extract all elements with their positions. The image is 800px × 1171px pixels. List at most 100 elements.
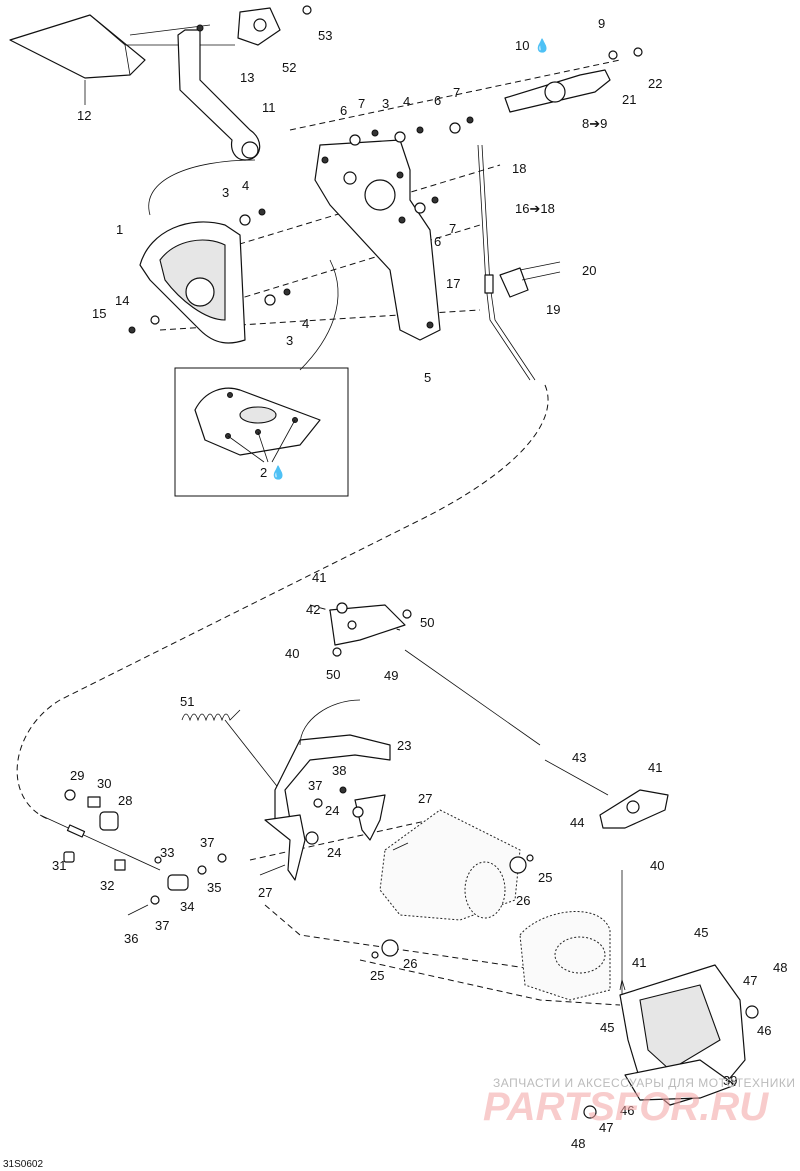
callout-19: 19: [546, 302, 560, 317]
callout-6c: 6: [434, 234, 441, 249]
callout-1: 1: [116, 222, 123, 237]
callout-46a: 46: [757, 1023, 771, 1038]
callout-7a: 7: [358, 96, 365, 111]
callout-30: 30: [97, 776, 111, 791]
callout-37b: 37: [200, 835, 214, 850]
callout-27b: 27: [258, 885, 272, 900]
drop-icon-10: 💧: [534, 38, 550, 53]
part-19-bracket: [499, 261, 561, 298]
callout-26a: 26: [516, 893, 530, 908]
callout-18: 18: [512, 161, 526, 176]
callout-9: 9: [598, 16, 605, 31]
callout-3c: 3: [286, 333, 293, 348]
callout-4b: 4: [242, 178, 249, 193]
callout-4a: 4: [403, 94, 410, 109]
callout-28: 28: [118, 793, 132, 808]
callout-16-18: 16➔18: [515, 201, 555, 216]
callout-50a: 50: [420, 615, 434, 630]
part-44-lever: [599, 789, 669, 829]
callout-labels: 53 52 13 12 11 9 10 💧 22 21 8➔9 6 7 3 4 …: [52, 16, 787, 1151]
callout-22: 22: [648, 76, 662, 91]
callout-7c: 7: [449, 221, 456, 236]
watermark: ЗАПЧАСТИ И АКСЕССУАРЫ ДЛЯ МОТОТЕХНИКИ PA…: [483, 1076, 795, 1129]
callout-17: 17: [446, 276, 460, 291]
part-18-rod: [477, 144, 536, 381]
callout-47a: 47: [743, 973, 757, 988]
callout-51: 51: [180, 694, 194, 709]
callout-6b: 6: [434, 93, 441, 108]
fasteners-top: [128, 116, 474, 334]
callout-3a: 3: [382, 96, 389, 111]
part-1-cover: [139, 221, 246, 344]
callout-43: 43: [572, 750, 586, 765]
callout-44: 44: [570, 815, 584, 830]
small-parts-left: [63, 786, 534, 959]
drop-icon-2: 💧: [270, 465, 286, 480]
callout-20: 20: [582, 263, 596, 278]
callout-42: 42: [306, 602, 320, 617]
callout-4c: 4: [302, 316, 309, 331]
callout-34: 34: [180, 899, 194, 914]
callout-14: 14: [115, 293, 129, 308]
callout-2: 2: [260, 465, 267, 480]
callout-13: 13: [240, 70, 254, 85]
part-31-cable: [39, 814, 161, 871]
callout-26b: 26: [403, 956, 417, 971]
callout-52: 52: [282, 60, 296, 75]
watermark-line1: ЗАПЧАСТИ И АКСЕССУАРЫ ДЛЯ МОТОТЕХНИКИ: [493, 1076, 795, 1090]
callout-40a: 40: [285, 646, 299, 661]
callout-37a: 37: [308, 778, 322, 793]
callout-48b: 48: [571, 1136, 585, 1151]
callout-24b: 24: [327, 845, 341, 860]
callout-12: 12: [77, 108, 91, 123]
part-8-lever: [504, 47, 643, 113]
callout-48a: 48: [773, 960, 787, 975]
part-12-deflector: [9, 14, 146, 105]
callout-50b: 50: [326, 667, 340, 682]
callout-35: 35: [207, 880, 221, 895]
callout-25b: 25: [370, 968, 384, 983]
callout-33: 33: [160, 845, 174, 860]
callout-47b: 47: [599, 1120, 613, 1135]
callout-36: 36: [124, 931, 138, 946]
callout-38: 38: [332, 763, 346, 778]
watermark-line2: PARTSFOR.RU: [483, 1085, 769, 1129]
callout-15: 15: [92, 306, 106, 321]
callout-45b: 45: [600, 1020, 614, 1035]
part-42-bracket: [329, 602, 412, 657]
callout-27a: 27: [418, 791, 432, 806]
callout-5: 5: [424, 370, 431, 385]
callout-40b: 40: [650, 858, 664, 873]
part-11-bracket: [177, 24, 261, 161]
callout-46b: 46: [620, 1103, 634, 1118]
callout-53: 53: [318, 28, 332, 43]
callout-3b: 3: [222, 185, 229, 200]
callout-41b: 41: [648, 760, 662, 775]
callout-39: 39: [723, 1073, 737, 1088]
callout-45a: 45: [694, 925, 708, 940]
callout-32: 32: [100, 878, 114, 893]
part-23-lever-assembly: [264, 734, 391, 881]
callout-6a: 6: [340, 103, 347, 118]
callout-21: 21: [622, 92, 636, 107]
part-51-spring: [181, 709, 241, 722]
callout-25a: 25: [538, 870, 552, 885]
part-39-nozzle: [583, 964, 759, 1119]
callout-49: 49: [384, 668, 398, 683]
callout-37c: 37: [155, 918, 169, 933]
callout-41a: 41: [312, 570, 326, 585]
inset-box: [174, 367, 349, 497]
callout-31: 31: [52, 858, 66, 873]
callout-24a: 24: [325, 803, 339, 818]
part-52-mount: [237, 5, 312, 46]
callout-41c: 41: [632, 955, 646, 970]
housing-dotted: [379, 809, 611, 1001]
callout-29: 29: [70, 768, 84, 783]
callout-7b: 7: [453, 85, 460, 100]
diagram-code: 31S0602: [3, 1159, 43, 1170]
callout-10: 10: [515, 38, 529, 53]
part-5-plate: [314, 139, 441, 341]
callout-11: 11: [262, 100, 276, 115]
callout-8-9: 8➔9: [582, 116, 607, 131]
